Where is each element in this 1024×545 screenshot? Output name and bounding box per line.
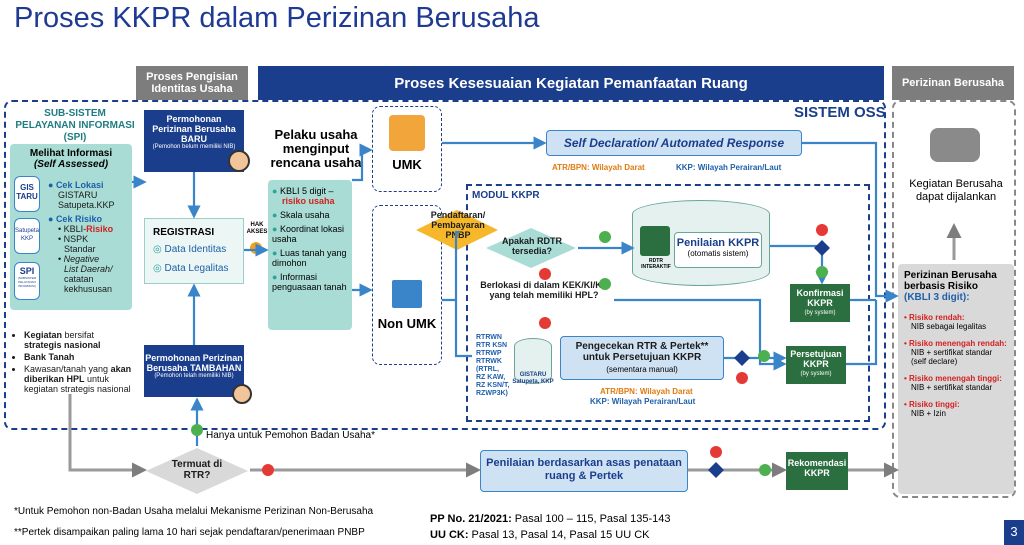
permohonan-baru-box: Permohonan Perizinan Berusaha BARU (Pemo… <box>144 110 244 172</box>
termuat-label: Termuat di RTR? <box>171 459 223 481</box>
modul-kkpr-label: MODUL KKPR <box>472 190 540 201</box>
store-icon <box>389 115 425 151</box>
pengecekan-box: Pengecekan RTR & Pertek** untuk Persetuj… <box>560 336 724 380</box>
hak-akses-label: HAK AKSES <box>246 222 268 235</box>
kkp-laut-2: KKP: Wilayah Perairan/Laut <box>590 397 696 406</box>
registrasi-box: REGISTRASI ◎ Data Identitas ◎ Data Legal… <box>144 218 244 284</box>
spi-text: ● Cek Lokasi GISTARU Satupeta.KKP ● Cek … <box>48 180 115 294</box>
spi-title: SUB-SISTEM PELAYANAN INFORMASI (SPI) <box>15 108 135 143</box>
spi-icon: SPI (SUBSISTEM PELAYANAN INFORMASI) <box>14 262 40 300</box>
gis-taru-icon: GIS TARU <box>14 176 40 212</box>
decision-diamond-icon <box>708 462 724 478</box>
header-kesesuaian: Proses Kesesuaian Kegiatan Pemanfaatan R… <box>258 66 884 100</box>
footnote-2: **Pertek disampaikan paling lama 10 hari… <box>14 527 365 538</box>
rdtr-interaktif-label: RDTR INTERAKTIF <box>641 258 671 270</box>
kkp-laut-1: KKP: Wilayah Perairan/Laut <box>676 163 782 172</box>
atr-darat-1: ATR/BPN: Wilayah Darat <box>552 163 645 172</box>
person-icon-top <box>228 150 250 172</box>
hanya-label: Hanya untuk Pemohon Badan Usaha* <box>206 430 376 441</box>
risk-panel: Perizinan Berusaha berbasis Risiko (KBLI… <box>898 264 1014 494</box>
berlokasi-label: Berlokasi di dalam KEK/KI/KP yang telah … <box>480 280 608 300</box>
header-identitas: Proses Pengisian Identitas Usaha <box>136 66 248 100</box>
rekomendasi-kkpr-doc: Rekomendasi KKPR <box>786 452 848 490</box>
person-icon-bottom <box>232 384 252 404</box>
pelaku-box: ● KBLI 5 digit – risiko usaha ● Skala us… <box>268 180 352 330</box>
kegiatan-label: Kegiatan Berusaha dapat dijalankan <box>909 178 1003 203</box>
penilaian-kkpr-box: Penilaian KKPR (otomatis sistem) <box>674 232 762 268</box>
gistaru-cylinder-icon <box>514 338 552 384</box>
page-number: 3 <box>1004 520 1024 545</box>
spi-box-sub: (Self Assessed) <box>33 159 109 170</box>
termuat-diamond <box>146 448 248 494</box>
rdtr-interaktif-icon <box>640 226 670 256</box>
header-perizinan: Perizinan Berusaha <box>892 66 1014 100</box>
handshake-icon <box>930 128 980 162</box>
building-icon <box>392 280 422 308</box>
pp-reference: PP No. 21/2021: Pasal 100 – 115, Pasal 1… <box>430 513 671 525</box>
check-icon <box>759 464 771 476</box>
persetujuan-kkpr-doc: Persetujuan KKPR (by system) <box>786 346 846 384</box>
footnote-1: *Untuk Pemohon non-Badan Usaha melalui M… <box>14 506 374 517</box>
cross-icon <box>262 464 274 476</box>
satupeta-icon: Satupeta KKP <box>14 218 40 254</box>
rtr-list: RTRWN RTR KSN RTRWP RTRWK (RTRL, RZ KAW,… <box>476 334 510 397</box>
umk-box: UMK <box>372 106 442 192</box>
atr-darat-2: ATR/BPN: Wilayah Darat <box>600 387 693 396</box>
cross-icon <box>710 446 722 458</box>
pendaftaran-diamond <box>416 210 498 250</box>
penilaian-asas-box: Penilaian berdasarkan asas penataan ruan… <box>480 450 688 492</box>
self-declaration-box: Self Declaration/ Automated Response <box>546 130 802 156</box>
uu-reference: UU CK: Pasal 13, Pasal 14, Pasal 15 UU C… <box>430 529 650 541</box>
sistem-oss-label: SISTEM OSS <box>794 104 886 121</box>
konfirmasi-kkpr-doc: Konfirmasi KKPR (by system) <box>790 284 850 322</box>
permohonan-tambahan-box: Permohonan Perizinan Berusaha TAMBAHAN (… <box>144 345 244 397</box>
apakah-rdtr-diamond <box>486 228 576 268</box>
apakah-rdtr-label: Apakah RDTR tersedia? <box>501 236 562 256</box>
hak-akses-dot <box>250 242 262 254</box>
pelaku-heading: Pelaku usaha menginput rencana usaha <box>270 127 362 170</box>
page-title: Proses KKPR dalam Perizinan Berusaha <box>14 2 540 34</box>
spi-box-title: Melihat Informasi <box>29 148 113 159</box>
gistaru-label: GISTARU Satupeta, KKP <box>512 372 554 385</box>
